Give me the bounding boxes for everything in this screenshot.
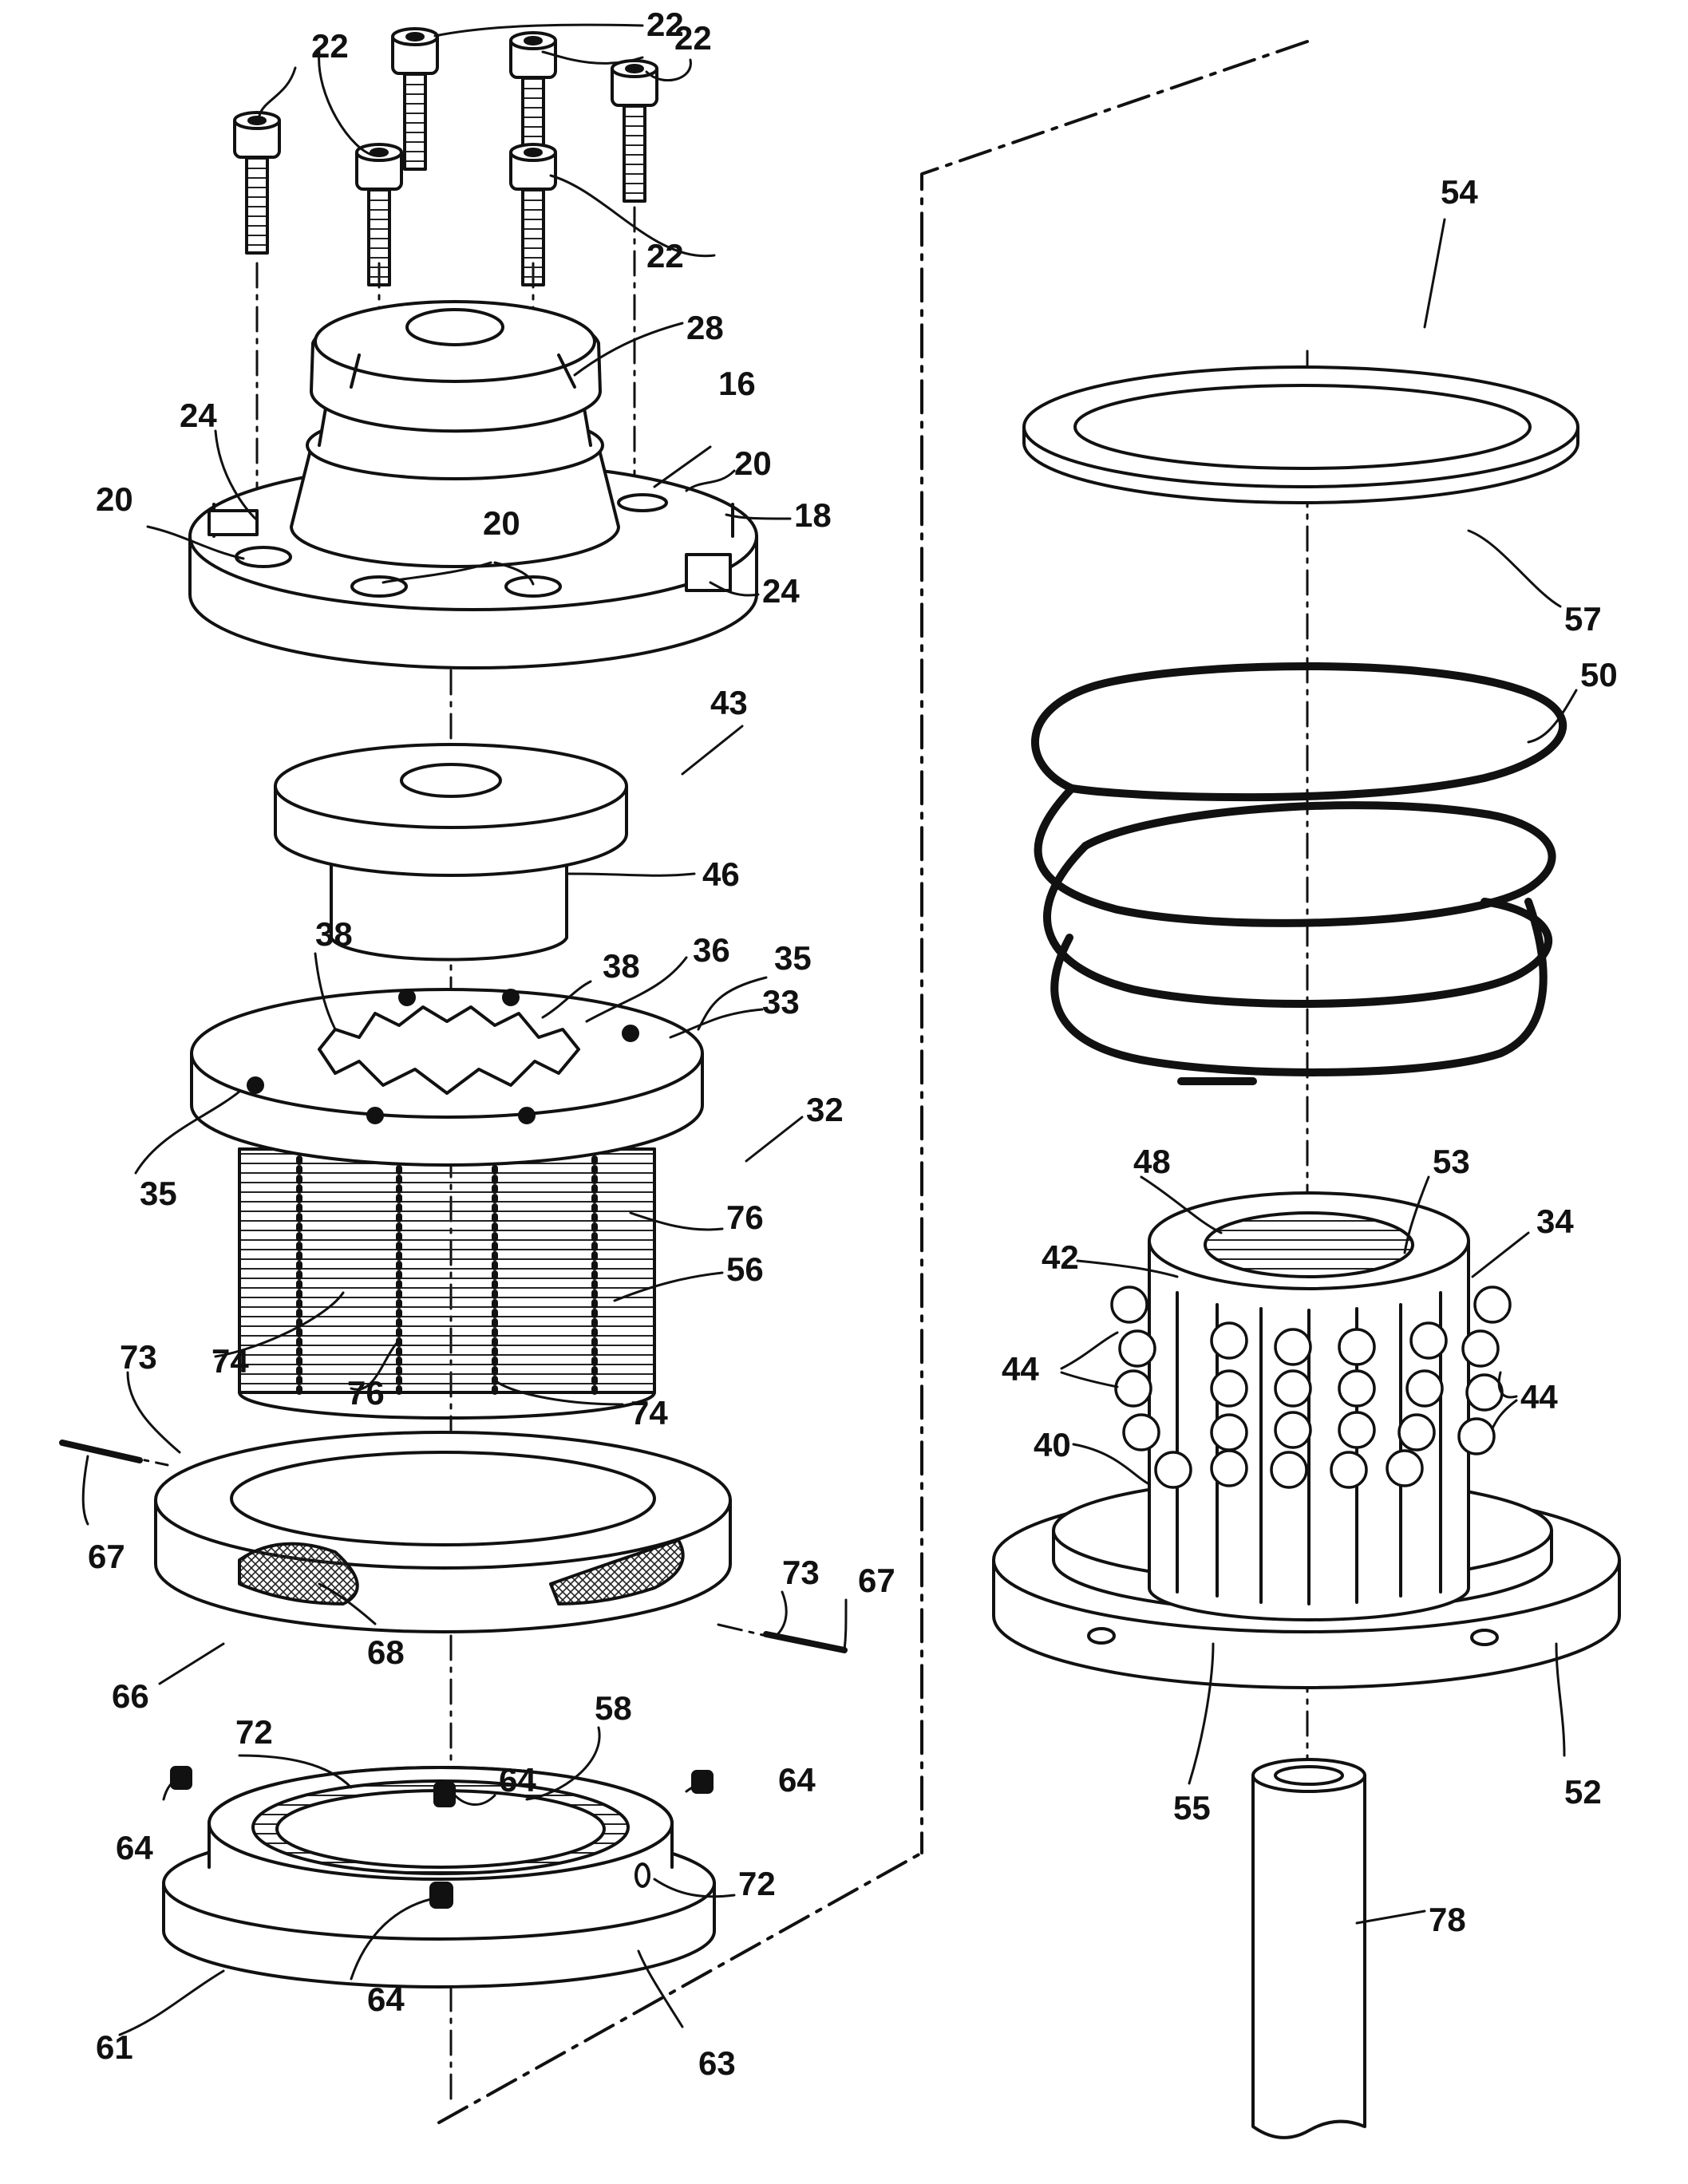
reference-numeral-64: 64 <box>116 1829 153 1866</box>
reference-numeral-35: 35 <box>774 939 812 977</box>
reference-numeral-64: 64 <box>778 1761 816 1799</box>
reference-numeral-55: 55 <box>1173 1789 1211 1827</box>
washer-57 <box>1024 367 1578 503</box>
reference-numeral-24: 24 <box>762 572 800 610</box>
reference-numeral-18: 18 <box>794 496 832 534</box>
reference-numeral-22: 22 <box>311 27 349 65</box>
reference-numeral-72: 72 <box>235 1713 273 1751</box>
reference-numeral-63: 63 <box>698 2044 736 2082</box>
reference-numeral-20: 20 <box>96 480 133 518</box>
reference-numeral-78: 78 <box>1429 1901 1466 1938</box>
reference-numeral-76: 76 <box>347 1374 385 1412</box>
ring-66 <box>62 1432 844 1650</box>
reference-numeral-74: 74 <box>631 1394 668 1432</box>
reference-numeral-32: 32 <box>806 1091 844 1128</box>
reference-numeral-53: 53 <box>1433 1143 1470 1180</box>
reference-numeral-50: 50 <box>1580 656 1618 693</box>
tube-78 <box>1253 1759 1365 2138</box>
reference-numeral-58: 58 <box>595 1689 632 1727</box>
reference-numeral-36: 36 <box>693 931 730 969</box>
collet-body-32 <box>239 1149 654 1418</box>
reference-numeral-73: 73 <box>782 1554 820 1591</box>
reference-numeral-35: 35 <box>140 1175 177 1212</box>
bolts-22 <box>235 29 657 285</box>
reference-numeral-54: 54 <box>1441 173 1478 211</box>
bolt <box>357 144 401 285</box>
reference-numeral-38: 38 <box>603 947 640 985</box>
reference-numeral-34: 34 <box>1536 1203 1574 1240</box>
reference-numeral-64: 64 <box>367 1981 405 2018</box>
reference-numeral-48: 48 <box>1133 1143 1171 1180</box>
reference-numeral-68: 68 <box>367 1633 405 1671</box>
reference-numeral-20: 20 <box>483 504 520 542</box>
reference-numeral-72: 72 <box>738 1865 776 1902</box>
reference-numeral-20: 20 <box>734 444 772 482</box>
reference-numeral-22: 22 <box>646 237 684 274</box>
reference-numeral-22: 22 <box>674 19 712 57</box>
reference-numeral-38: 38 <box>315 915 353 953</box>
reference-numeral-16: 16 <box>718 365 756 402</box>
reference-numeral-46: 46 <box>702 855 740 893</box>
reference-numeral-67: 67 <box>858 1562 895 1599</box>
spring-50 <box>1035 666 1563 1081</box>
collet-head-33 <box>192 989 702 1165</box>
reference-numeral-33: 33 <box>762 983 800 1021</box>
reference-numeral-24: 24 <box>180 397 217 434</box>
reference-numeral-44: 44 <box>1002 1350 1039 1388</box>
reference-numeral-61: 61 <box>96 2028 133 2066</box>
bolt <box>235 113 279 253</box>
reference-numeral-44: 44 <box>1520 1378 1558 1416</box>
reference-numeral-56: 56 <box>726 1250 764 1288</box>
reference-numeral-43: 43 <box>710 684 748 721</box>
reference-numeral-74: 74 <box>211 1342 249 1380</box>
reference-numeral-57: 57 <box>1564 600 1602 638</box>
reference-numeral-52: 52 <box>1564 1773 1602 1811</box>
flange-cap-16 <box>190 302 757 668</box>
reference-numeral-40: 40 <box>1034 1426 1071 1463</box>
reference-numeral-66: 66 <box>112 1677 149 1715</box>
reference-numeral-67: 67 <box>88 1538 125 1575</box>
reference-numeral-28: 28 <box>686 309 724 346</box>
reference-numeral-64: 64 <box>499 1761 536 1799</box>
reference-numeral-42: 42 <box>1042 1238 1079 1276</box>
reference-numeral-76: 76 <box>726 1199 764 1236</box>
bolt <box>612 61 657 201</box>
reference-numeral-73: 73 <box>120 1338 157 1376</box>
bolt <box>511 144 555 285</box>
